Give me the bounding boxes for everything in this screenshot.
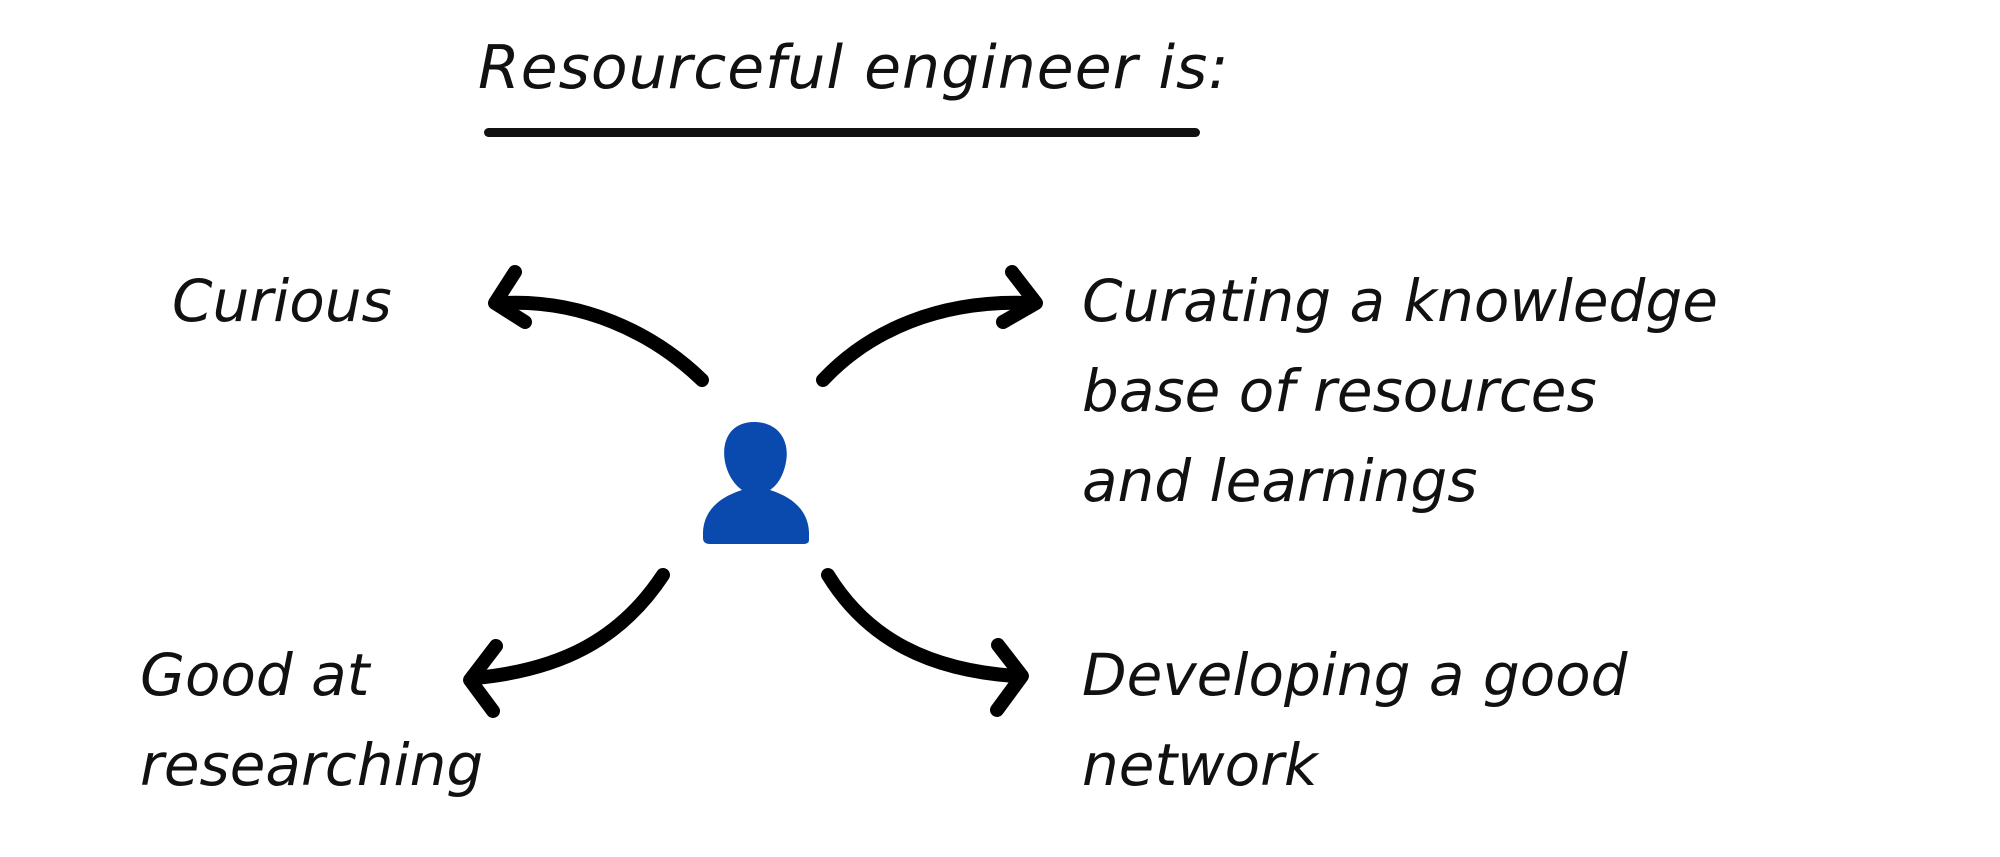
trait-network-line-1: Developing a good <box>1082 641 1628 709</box>
person-icon <box>703 422 809 544</box>
trait-researching: Good at researching <box>140 630 483 810</box>
arrow-to-researching <box>463 568 670 718</box>
title-underline <box>484 128 1200 137</box>
trait-researching-line-2: researching <box>140 731 484 799</box>
trait-researching-line-1: Good at <box>140 641 370 709</box>
trait-curating: Curating a knowledge base of resources a… <box>1082 256 1718 526</box>
trait-network: Developing a good network <box>1082 630 1627 810</box>
trait-network-line-2: network <box>1082 731 1318 799</box>
page-title: Resourceful engineer is: <box>478 33 1230 103</box>
arrow-to-curating <box>816 265 1043 387</box>
trait-curating-line-3: and learnings <box>1082 447 1478 515</box>
trait-curious-line-1: Curious <box>172 267 392 335</box>
arrow-to-network <box>821 568 1029 717</box>
trait-curating-line-2: base of resources <box>1082 357 1597 425</box>
trait-curious: Curious <box>172 256 392 346</box>
trait-curating-line-1: Curating a knowledge <box>1082 267 1718 335</box>
arrow-to-curious <box>488 265 709 387</box>
